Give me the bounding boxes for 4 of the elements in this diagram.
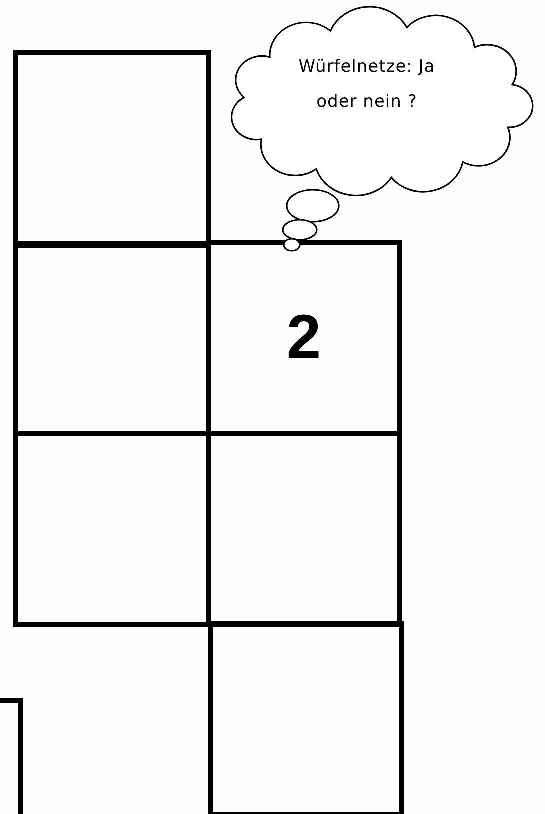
face-number: 2 — [286, 307, 322, 369]
square-outline — [13, 50, 211, 248]
square-outline — [208, 621, 404, 814]
thought-text: Würfelnetze: Ja oder nein ? — [298, 56, 436, 114]
